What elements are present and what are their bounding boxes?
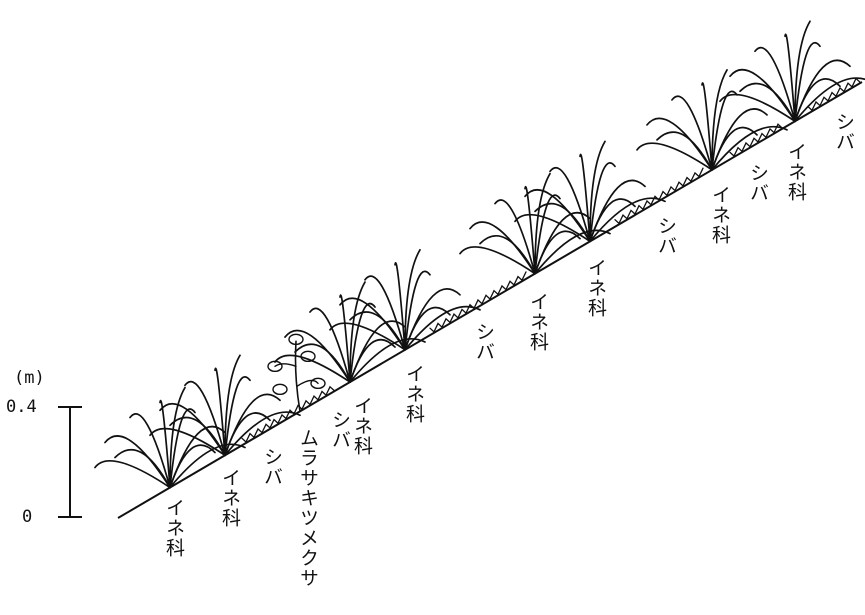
label-shiba-2: シバ — [329, 410, 351, 450]
grass-clump-8-leaf — [729, 68, 796, 123]
grass-clump-2-leaf — [224, 375, 251, 457]
label-ine-ka-1: イネ科 — [163, 498, 185, 558]
scale-bottom-value: 0 — [22, 507, 33, 527]
grass-clump-7-leaf — [701, 82, 713, 171]
grass-clump-1-leaf — [94, 460, 171, 489]
grass-clump-2-leaf — [214, 367, 226, 457]
grass-clump-6-leaf — [589, 162, 616, 243]
grass-clump-1-leaf — [159, 399, 171, 489]
grass-clump-3-leaf — [309, 307, 351, 383]
grass-clump-3-leaf — [349, 302, 376, 383]
turf-patch-4 — [729, 123, 783, 158]
grass-clump-2-leaf — [184, 380, 226, 457]
clover-flower — [267, 360, 283, 373]
grass-clump-8-leaf — [794, 78, 841, 123]
label-ine-ka-6: イネ科 — [585, 258, 607, 318]
turf-patch-2 — [429, 271, 527, 333]
grass-clump-4-leaf — [364, 275, 406, 351]
grass-clump-7-leaf — [671, 95, 713, 171]
clover-stem — [274, 363, 297, 368]
grass-clump-5-leaf — [459, 246, 536, 275]
turf-patch-1 — [241, 385, 335, 444]
grass-clump-7-leaf — [636, 142, 713, 171]
grass-clump-8-leaf — [739, 82, 796, 123]
grass-clump-6-leaf — [524, 188, 591, 243]
grass-clump-8-leaf — [784, 33, 796, 123]
grass-clump-2-leaf — [224, 354, 241, 457]
label-ine-ka-3: イネ科 — [351, 396, 373, 456]
grass-clump-8-leaf — [794, 20, 811, 123]
grass-clump-2-leaf — [169, 416, 226, 457]
label-shiba-1: シバ — [261, 447, 283, 487]
grass-clump-7-leaf — [646, 117, 713, 171]
grass-clump-6-leaf — [589, 140, 606, 243]
grass-clump-5-leaf — [534, 230, 581, 275]
clover-flower — [288, 333, 304, 346]
grass-clump-4-leaf — [349, 311, 406, 351]
grass-clump-7-leaf — [656, 131, 713, 171]
clover-flower — [300, 350, 316, 363]
grass-clump-5-leaf — [534, 172, 551, 275]
grass-clump-6-leaf — [589, 198, 636, 243]
grass-clump-3-leaf — [284, 329, 351, 383]
grass-clump-4-leaf — [404, 248, 421, 351]
grass-clump-3-leaf — [349, 281, 366, 383]
label-ine-ka-4: イネ科 — [403, 364, 425, 424]
label-shiba-5: シバ — [747, 163, 769, 203]
clover-flower — [272, 383, 288, 396]
grass-clump-7-leaf — [711, 69, 728, 171]
grass-clump-8-leaf — [754, 46, 796, 123]
clover-stem — [294, 340, 301, 413]
grass-clump-5-leaf — [494, 199, 536, 275]
grass-clump-4-leaf — [394, 262, 406, 351]
grass-clump-5-leaf — [479, 234, 536, 275]
grass-clump-8-leaf — [794, 41, 821, 123]
grass-clump-8-leaf — [719, 93, 796, 123]
grass-clump-4-leaf — [339, 297, 406, 351]
grass-clump-5-leaf — [469, 221, 536, 275]
label-shiba-3: シバ — [473, 322, 495, 362]
label-murasakitsumekusa: ムラサキツメクサ — [297, 428, 319, 588]
grass-clump-2-leaf — [224, 412, 271, 457]
clover-flower — [310, 377, 326, 390]
label-ine-ka-2: イネ科 — [219, 468, 241, 528]
grass-clump-1-leaf — [169, 386, 186, 489]
grass-clump-7-leaf — [711, 126, 758, 171]
grass-clump-4-leaf — [329, 322, 406, 351]
grass-clump-1-leaf — [169, 444, 216, 489]
grass-clump-5-leaf — [524, 186, 536, 275]
label-ine-ka-7: イネ科 — [709, 185, 731, 245]
grass-clump-4-leaf — [404, 270, 431, 351]
turf-patch-5 — [807, 77, 861, 112]
scale-unit-label: (m) — [14, 368, 45, 388]
grass-clump-6-leaf — [549, 166, 591, 243]
label-shiba-4: シバ — [655, 216, 677, 256]
label-ine-ka-8: イネ科 — [785, 142, 807, 202]
grass-clump-3-leaf — [349, 338, 396, 383]
grass-clump-1-leaf — [169, 408, 196, 489]
height-scale — [58, 406, 82, 518]
scale-top-value: 0.4 — [6, 397, 37, 417]
turf-patch-3 — [614, 167, 704, 225]
grass-clump-5-leaf — [534, 194, 561, 275]
label-shiba-6: シバ — [833, 112, 855, 152]
slope-ground-line — [117, 81, 863, 519]
label-ine-ka-5: イネ科 — [527, 292, 549, 352]
grass-clump-4-leaf — [404, 306, 451, 351]
grass-clump-3-leaf — [294, 343, 351, 383]
grass-clump-1-leaf — [129, 413, 171, 489]
grass-clump-6-leaf — [534, 202, 591, 243]
grass-clump-2-leaf — [149, 427, 226, 457]
grass-clump-6-leaf — [579, 153, 591, 243]
grass-clump-2-leaf — [159, 402, 226, 457]
clover-stem — [296, 379, 319, 388]
grass-clump-1-leaf — [114, 448, 171, 489]
grass-clump-6-leaf — [514, 213, 591, 243]
grass-clump-7-leaf — [711, 90, 738, 171]
plant-layer — [94, 20, 865, 489]
grass-clump-3-leaf — [339, 294, 351, 383]
grass-clump-1-leaf — [104, 435, 171, 489]
